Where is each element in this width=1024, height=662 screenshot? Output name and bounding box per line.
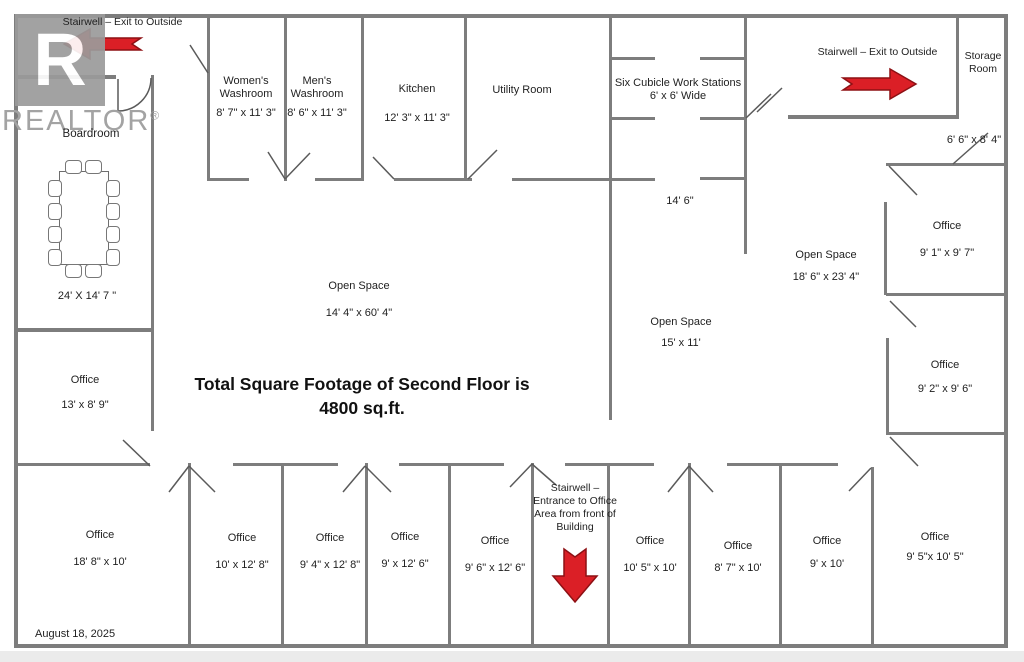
room-label-office-b4: Office 9' x 12' 6" — [381, 531, 429, 570]
room-label-utility: Utility Room — [492, 84, 552, 96]
wall — [188, 463, 191, 644]
cubicle-area-dims: 14' 6" — [666, 195, 694, 207]
realtor-watermark-text: REALTOR® — [2, 105, 162, 137]
stairwell-entrance-label: Stairwell – Entrance to Office Area from… — [533, 482, 617, 533]
wall — [284, 14, 287, 181]
bottom-margin-strip — [0, 651, 1024, 662]
room-label-office-b2: Office 10' x 12' 8" — [215, 532, 269, 571]
room-label-office-b8: Office 9' x 10' — [809, 535, 845, 570]
wall — [361, 14, 364, 181]
total-square-footage: Total Square Footage of Second Floor is … — [194, 374, 530, 418]
room-label-office-b7: Office 8' 7" x 10' — [714, 540, 762, 574]
wall — [365, 463, 368, 644]
wall — [871, 467, 874, 644]
wall — [281, 463, 284, 644]
wall — [448, 463, 451, 644]
room-label-mens-washroom: Men's Washroom 8' 6" x 11' 3" — [287, 75, 347, 119]
wall — [14, 328, 154, 332]
wall — [700, 57, 745, 60]
wall — [207, 14, 210, 181]
wall — [464, 14, 467, 181]
stairwell-exit-right-label: Stairwell – Exit to Outside — [817, 46, 938, 58]
wall — [886, 338, 889, 434]
wall — [450, 463, 504, 466]
room-label-storage: Storage Room — [964, 50, 1002, 75]
room-label-open-space-right: Open Space 18' 6" x 23' 4" — [792, 249, 860, 283]
boardroom-chair — [85, 264, 102, 278]
wall — [788, 115, 958, 119]
wall — [886, 293, 1008, 296]
room-label-boardroom: Boardroom — [62, 128, 120, 140]
wall — [315, 178, 364, 181]
boardroom-dims: 24' X 14' 7 " — [57, 290, 117, 302]
wall — [14, 14, 1008, 18]
boardroom-chair — [106, 203, 120, 220]
wall — [464, 178, 472, 181]
boardroom-chair — [85, 160, 102, 174]
room-label-office-b1: Office 18' 8" x 10' — [73, 529, 127, 568]
boardroom-chair — [48, 203, 62, 220]
boardroom-table — [59, 171, 109, 265]
wall — [700, 117, 745, 120]
room-label-office-r1: Office 9' 1" x 9' 7" — [919, 220, 975, 259]
realtor-logo: R — [15, 14, 105, 106]
boardroom-chair — [48, 249, 62, 266]
wall — [1004, 14, 1008, 648]
wall — [688, 463, 691, 644]
wall — [14, 463, 150, 466]
boardroom-chair — [106, 180, 120, 197]
boardroom-chair — [48, 226, 62, 243]
wall — [744, 14, 747, 254]
wall — [151, 75, 154, 331]
wall — [727, 463, 838, 466]
boardroom-chair — [106, 226, 120, 243]
boardroom-chair — [48, 180, 62, 197]
wall — [700, 177, 745, 180]
wall — [611, 117, 655, 120]
wall — [609, 14, 612, 420]
room-label-office-left: Office 13' x 8' 9" — [61, 374, 109, 411]
registered-mark: ® — [150, 108, 162, 123]
room-label-office-b3: Office 9' 4" x 12' 8" — [299, 532, 361, 571]
room-label-office-r2: Office 9' 2" x 9' 6" — [917, 359, 973, 395]
wall — [886, 432, 1008, 435]
room-label-office-b6: Office 10' 5" x 10' — [623, 535, 677, 574]
realtor-logo-letter: R — [33, 18, 87, 101]
wall — [611, 57, 655, 60]
wall — [884, 202, 887, 295]
boardroom-chair — [106, 249, 120, 266]
room-label-open-space-mid: Open Space 15' x 11' — [650, 316, 712, 349]
wall — [779, 463, 782, 644]
room-label-office-b5: Office 9' 6" x 12' 6" — [464, 535, 526, 574]
wall — [207, 178, 249, 181]
wall — [886, 163, 1008, 166]
wall — [956, 14, 959, 119]
wall — [394, 178, 465, 181]
room-label-womens-washroom: Women's Washroom 8' 7" x 11' 3" — [216, 75, 276, 119]
stairwell-exit-left-label: Stairwell – Exit to Outside — [62, 16, 183, 28]
exit-arrow-right — [840, 67, 918, 101]
wall — [512, 178, 655, 181]
wall — [399, 463, 448, 466]
room-label-cubicles: Six Cubicle Work Stations 6' x 6' Wide — [614, 77, 742, 102]
boardroom-chair — [65, 160, 82, 174]
wall — [607, 463, 610, 644]
plan-date: August 18, 2025 — [35, 628, 116, 640]
wall — [14, 644, 1008, 648]
wall — [531, 463, 534, 644]
storage-dims: 6' 6" x 8' 4" — [946, 134, 1002, 146]
room-label-open-space-left: Open Space 14' 4" x 60' 4" — [325, 280, 393, 319]
boardroom-chair — [65, 264, 82, 278]
wall — [151, 332, 154, 431]
entrance-arrow-down — [551, 547, 599, 604]
room-label-office-b9: Office 9' 5"x 10' 5" — [906, 531, 964, 563]
wall — [233, 463, 338, 466]
room-label-kitchen: Kitchen 12' 3" x 11' 3" — [384, 83, 450, 124]
